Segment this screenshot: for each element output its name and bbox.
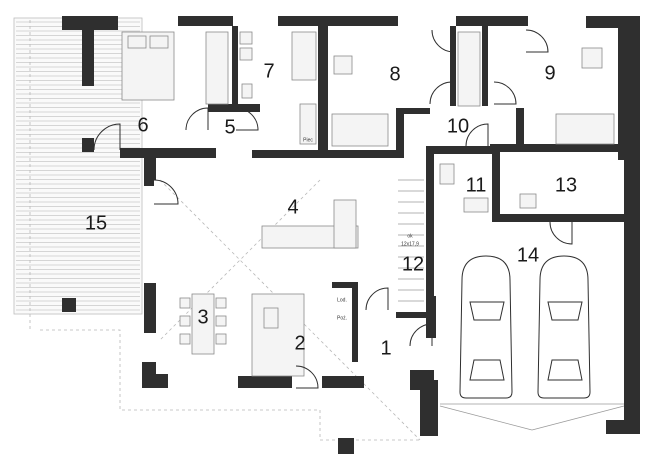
fixture-labels: Lod. Poż. Piec ok 12x17,9	[303, 137, 419, 321]
room-1-label: 1	[380, 337, 391, 359]
furniture	[121, 31, 615, 377]
room-11-label: 11	[466, 174, 487, 196]
fridge-label-a: Lod.	[337, 297, 347, 303]
fridge-label-b: Poż.	[337, 315, 347, 321]
garage-cars	[439, 255, 625, 431]
walls	[62, 16, 640, 454]
room-numbers: 1 2 3 4 5 6 7 8 9 10 11 12 13 14 15	[85, 60, 577, 359]
stairs-label-a: ok	[407, 233, 413, 239]
roof-outline	[29, 20, 421, 441]
room-13-label: 13	[555, 174, 577, 196]
room-10-label: 10	[447, 115, 469, 137]
room-8-label: 8	[389, 63, 400, 85]
door-swings	[93, 29, 573, 389]
room-5-label: 5	[224, 116, 235, 138]
room-7-label: 7	[263, 60, 274, 82]
room-4-label: 4	[287, 196, 298, 218]
boiler-label: Piec	[303, 137, 313, 143]
room-2-label: 2	[294, 332, 305, 354]
room-15-label: 15	[85, 212, 107, 234]
room-14-label: 14	[517, 244, 539, 266]
terrace-decking	[13, 17, 143, 315]
room-6-label: 6	[137, 114, 148, 136]
room-9-label: 9	[544, 62, 555, 84]
room-12-label: 12	[402, 253, 424, 275]
stairs-label-b: 12x17,9	[401, 241, 419, 247]
room-3-label: 3	[197, 306, 208, 328]
